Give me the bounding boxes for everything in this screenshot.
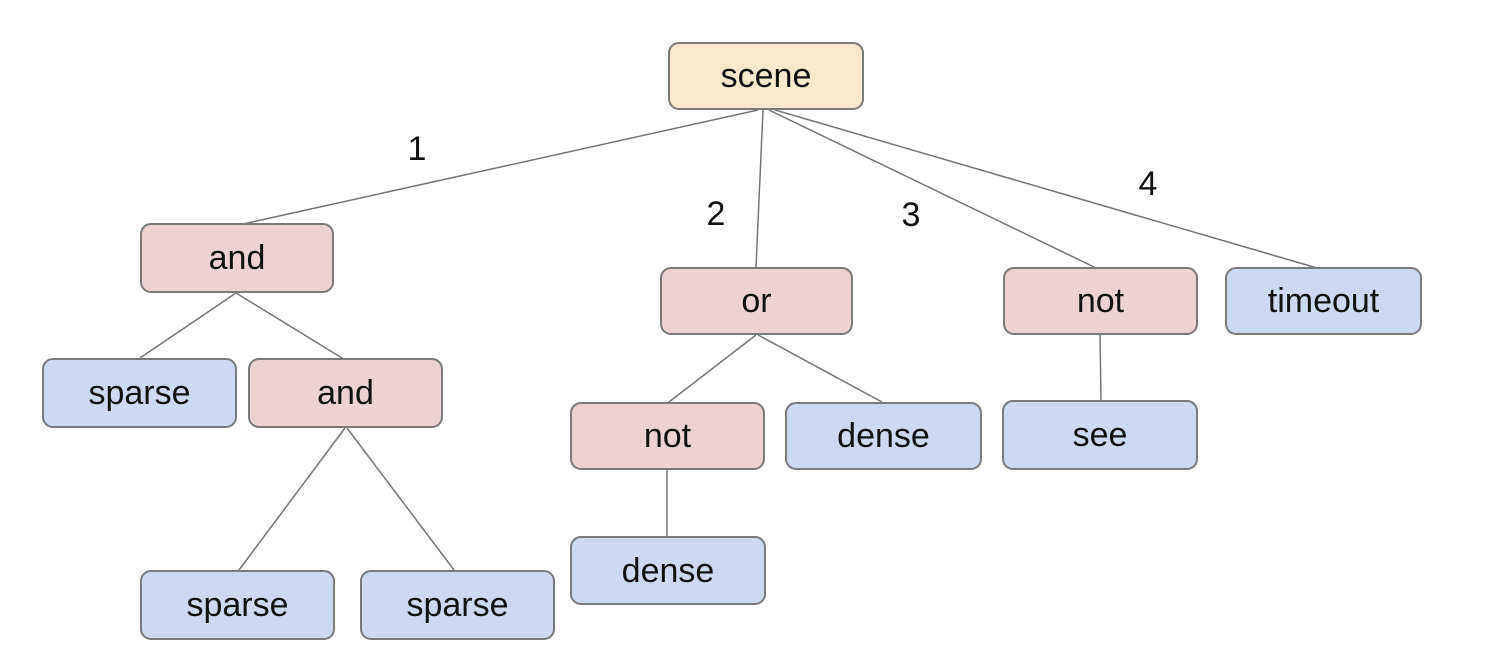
node-sparse-2: sparse (140, 570, 335, 640)
node-or: or (660, 267, 853, 335)
node-or-label: or (741, 282, 772, 320)
node-dense-1: dense (785, 402, 982, 470)
node-see: see (1002, 400, 1198, 470)
edge-label-2: 2 (706, 195, 726, 233)
node-and-1-label: and (208, 239, 266, 277)
node-sparse-3-label: sparse (406, 586, 509, 624)
edge-or1-not2 (668, 334, 757, 403)
node-not-1-label: not (1076, 282, 1125, 320)
node-dense-2: dense (570, 536, 766, 605)
edge-and2-sparse3 (346, 427, 455, 571)
edge-label-4: 4 (1138, 165, 1158, 203)
edge-scene-not1 (768, 109, 1095, 268)
edge-and1-sparse1 (139, 292, 237, 359)
node-not-1: not (1003, 267, 1198, 335)
node-timeout: timeout (1225, 267, 1422, 335)
node-and-2-label: and (317, 374, 374, 412)
node-dense-2-label: dense (621, 551, 715, 590)
edge-scene-or1 (755, 109, 764, 268)
edge-scene-and1 (242, 109, 759, 225)
node-sparse-3: sparse (360, 570, 555, 640)
edge-not1-see (1099, 334, 1102, 401)
edge-scene-timeout (774, 109, 1318, 269)
node-sparse-2-label: sparse (186, 586, 289, 624)
node-and-1: and (140, 223, 334, 293)
node-timeout-label: timeout (1267, 282, 1380, 320)
node-not-2: not (570, 402, 765, 470)
edge-label-3: 3 (901, 196, 921, 234)
node-sparse-1: sparse (42, 358, 237, 428)
node-dense-1-label: dense (837, 417, 930, 455)
edge-or1-dense1 (757, 334, 883, 403)
edge-label-1: 1 (407, 130, 427, 168)
node-sparse-1-label: sparse (88, 374, 191, 412)
edge-and1-and2 (235, 292, 343, 359)
node-see-label: see (1072, 416, 1128, 454)
edge-and2-sparse2 (238, 427, 346, 571)
node-not-2-label: not (643, 417, 692, 455)
node-scene-label: scene (720, 57, 812, 95)
node-and-2: and (248, 358, 443, 428)
node-scene: scene (668, 42, 864, 110)
